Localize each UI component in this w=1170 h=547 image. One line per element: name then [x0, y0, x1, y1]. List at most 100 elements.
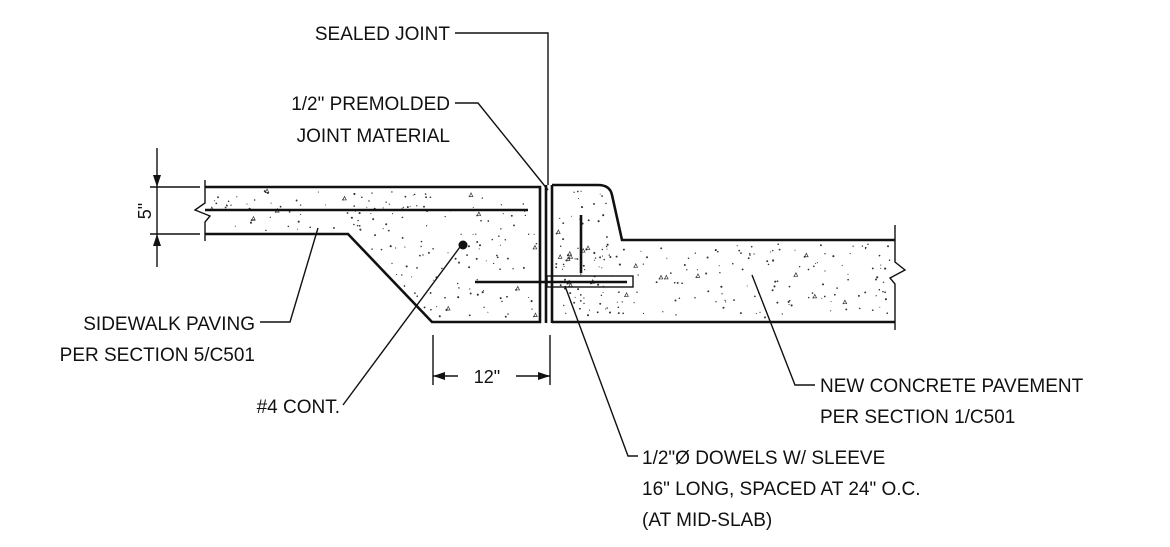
- stipple-triangle: [532, 244, 538, 250]
- stipple-dot: [456, 282, 459, 285]
- stipple-dot: [833, 293, 836, 296]
- stipple-dot: [469, 292, 472, 295]
- stipple-dot: [788, 303, 790, 305]
- stipple-dot: [468, 314, 471, 317]
- stipple-dot: [597, 220, 600, 223]
- stipple-triangle: [664, 274, 669, 280]
- stipple-dot: [358, 225, 361, 227]
- stipple-dot: [773, 285, 776, 288]
- stipple-dot: [265, 229, 267, 232]
- stipple-dot: [483, 306, 485, 309]
- stipple-dot: [579, 307, 581, 310]
- stipple-dot: [882, 290, 884, 293]
- stipple-dot: [694, 252, 697, 254]
- stipple-dot: [588, 309, 591, 311]
- stipple-triangle: [556, 229, 561, 234]
- stipple-dot: [740, 252, 742, 254]
- stipple-dot: [475, 233, 477, 235]
- stipple-dot: [564, 278, 566, 281]
- stipple-dot: [573, 191, 575, 193]
- stipple-dot: [618, 263, 621, 266]
- stipple-dot: [562, 263, 565, 266]
- stipple-triangle: [567, 250, 573, 256]
- dim-5-text: 5": [135, 203, 155, 219]
- stipple-dot: [535, 242, 538, 245]
- stipple-dot: [606, 307, 608, 309]
- stipple-dot: [499, 297, 502, 300]
- stipple-dot: [637, 274, 639, 276]
- stipple-dot: [875, 278, 877, 281]
- stipple-dot: [253, 199, 256, 201]
- stipple-triangle: [633, 263, 639, 268]
- stipple-dot: [576, 190, 579, 193]
- pavement-slab-outline: [552, 183, 895, 242]
- stipple-dot: [499, 268, 501, 271]
- sidewalk-slab-outline: [205, 185, 542, 324]
- stipple-dot: [864, 246, 867, 249]
- stipple-dot: [841, 264, 843, 266]
- stipple-dot: [582, 264, 585, 267]
- stipple-dot: [382, 207, 384, 209]
- stipple-dot: [419, 254, 421, 257]
- stipple-dot: [858, 307, 861, 310]
- stipple-dot: [563, 266, 565, 268]
- stipple-dot: [574, 258, 576, 260]
- stipple-dot: [356, 224, 359, 227]
- stipple-dot: [361, 196, 363, 199]
- stipple-dot: [457, 296, 460, 299]
- stipple-dot: [755, 313, 757, 315]
- stipple-dot: [772, 259, 775, 262]
- stipple-dot: [678, 297, 681, 299]
- stipple-dot: [766, 260, 769, 263]
- pavement-label-line1: NEW CONCRETE PAVEMENT: [820, 376, 1084, 397]
- stipple-dot: [353, 223, 355, 226]
- stipple-dot: [747, 257, 750, 260]
- dim-5-arrow-bottom: [153, 234, 161, 246]
- stipple-triangle: [695, 273, 701, 278]
- stipple-dot: [478, 244, 482, 247]
- stipple-dot: [249, 221, 253, 224]
- stipple-dot: [423, 306, 426, 309]
- stipple-dot: [577, 247, 579, 250]
- stipple-triangle: [533, 312, 538, 317]
- dowel-leader: [564, 285, 638, 457]
- stipple-dot: [401, 216, 404, 219]
- stipple-dot: [642, 263, 645, 265]
- stipple-dot: [821, 297, 823, 299]
- stipple-dot: [884, 298, 887, 301]
- stipple-dot: [593, 259, 595, 261]
- stipple-dot: [741, 268, 744, 271]
- stipple-dot: [832, 255, 835, 258]
- stipple-dot: [605, 202, 607, 205]
- stipple-dot: [512, 268, 514, 270]
- stipple-dot: [577, 198, 579, 200]
- sealed-joint-label: SEALED JOINT: [315, 24, 451, 45]
- stipple-dot: [847, 273, 849, 275]
- stipple-dot: [788, 299, 791, 302]
- stipple-dot: [401, 274, 403, 276]
- stipple-dot: [389, 245, 392, 248]
- stipple-dot: [615, 255, 618, 258]
- stipple-dot: [483, 290, 485, 292]
- stipple-dot: [645, 256, 649, 259]
- stipple-dot: [416, 267, 418, 269]
- stipple-triangle: [568, 253, 574, 259]
- sidewalk-break-line: [193, 180, 212, 241]
- stipple-dot: [759, 311, 761, 313]
- stipple-dot: [522, 203, 525, 205]
- stipple-dot: [387, 229, 390, 232]
- stipple-dot: [510, 214, 513, 217]
- dim-5-arrow-top: [153, 175, 161, 187]
- stipple-dot: [416, 205, 418, 207]
- stipple-dot: [816, 262, 818, 264]
- stipple-dot: [478, 248, 480, 250]
- stipple-dot: [500, 204, 503, 206]
- stipple-dot: [594, 257, 597, 259]
- stipple-dot: [884, 267, 887, 270]
- stipple-dot: [633, 302, 635, 304]
- stipple-dot: [420, 245, 422, 248]
- stipple-dot: [722, 306, 725, 309]
- stipple-dot: [411, 276, 413, 278]
- stipple-dot: [524, 211, 526, 213]
- stipple-dot: [533, 233, 535, 235]
